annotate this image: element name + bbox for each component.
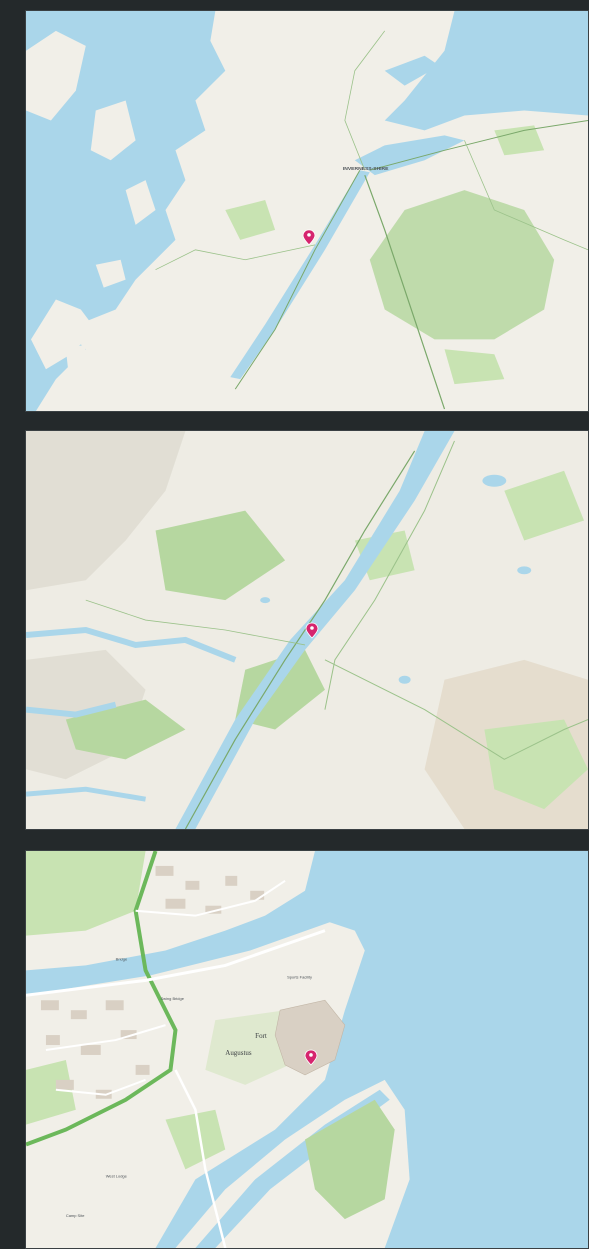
forest-6 (504, 470, 585, 541)
island-skye (30, 299, 96, 370)
park-west (26, 1059, 76, 1125)
label-camp-site: Camp Site (66, 1213, 85, 1218)
map-pin-icon (305, 622, 319, 639)
regional-map-canvas[interactable]: INVERNESS-SHIRE (26, 11, 588, 411)
road-east (464, 140, 588, 251)
park-north (26, 851, 146, 936)
road-a96 (369, 119, 588, 171)
forest-patch-2 (444, 349, 505, 385)
forest-3 (65, 699, 186, 760)
map-panel-town[interactable]: Fort Augustus Swing Bridge Sports Facili… (25, 850, 589, 1249)
map-panel-loch[interactable] (25, 430, 589, 830)
label-swing-bridge: Swing Bridge (161, 996, 185, 1001)
label-west-lodge: West Lodge (106, 1173, 128, 1178)
road-north-local (135, 880, 286, 917)
loch-ness (230, 170, 370, 380)
loch-map-canvas[interactable] (26, 431, 588, 829)
road-loch-west (184, 450, 416, 829)
cairngorms-forest (369, 190, 555, 340)
small-loch-2 (398, 675, 411, 684)
mountain-shade-west (26, 431, 186, 591)
pin-dot (310, 626, 314, 630)
pin-dot (309, 1053, 313, 1057)
road-south (174, 1069, 227, 1248)
park-south-east (165, 1109, 226, 1170)
label-fort: Fort (255, 1032, 267, 1040)
small-loch-1 (482, 474, 507, 487)
small-loch-4 (517, 566, 532, 575)
island-small-4 (90, 100, 136, 161)
label-inverness: INVERNESS-SHIRE (343, 166, 389, 172)
road-north (344, 30, 386, 171)
river-oich (26, 910, 340, 996)
road-east (324, 659, 588, 760)
label-sports-facility: Sports Facility (287, 974, 312, 979)
river-bottom-left (26, 786, 146, 802)
town-map-canvas[interactable]: Fort Augustus Swing Bridge Sports Facili… (26, 851, 588, 1248)
road-loch-east (324, 440, 455, 710)
forest-4 (484, 719, 588, 810)
island-small-1 (95, 259, 126, 288)
abbey-building (274, 999, 346, 1076)
map-pin-icon (304, 1049, 318, 1066)
map-panel-regional[interactable]: INVERNESS-SHIRE (25, 10, 589, 412)
island-lewis (26, 30, 86, 121)
road-west (155, 244, 316, 271)
island-small-2 (65, 344, 86, 368)
main-road-a82 (26, 851, 178, 1147)
pin-dot (307, 233, 311, 237)
forest-south (305, 1099, 395, 1220)
map-pin-icon (302, 229, 316, 246)
road-local-1 (45, 1024, 166, 1051)
forest-1 (155, 510, 286, 601)
forest-patch-3 (494, 125, 545, 156)
island-small-3 (125, 180, 156, 225)
moray-firth (354, 135, 465, 176)
road-a82 (234, 169, 361, 390)
river-west (26, 626, 237, 663)
road-swing-bridge (26, 929, 326, 997)
building-cluster-north (155, 865, 265, 914)
location-marker[interactable] (304, 1049, 318, 1066)
forest-patch-1 (225, 200, 276, 240)
label-augustus: Augustus (225, 1049, 252, 1057)
road-a9 (364, 174, 446, 410)
location-marker[interactable] (305, 622, 319, 639)
location-marker[interactable] (302, 229, 316, 246)
label-bridge: Bridge (116, 956, 128, 961)
road-west (85, 599, 306, 646)
river-southwest (26, 701, 117, 718)
dornoch-firth (384, 55, 440, 86)
road-local-2 (55, 1078, 146, 1096)
small-loch-3 (260, 597, 271, 604)
